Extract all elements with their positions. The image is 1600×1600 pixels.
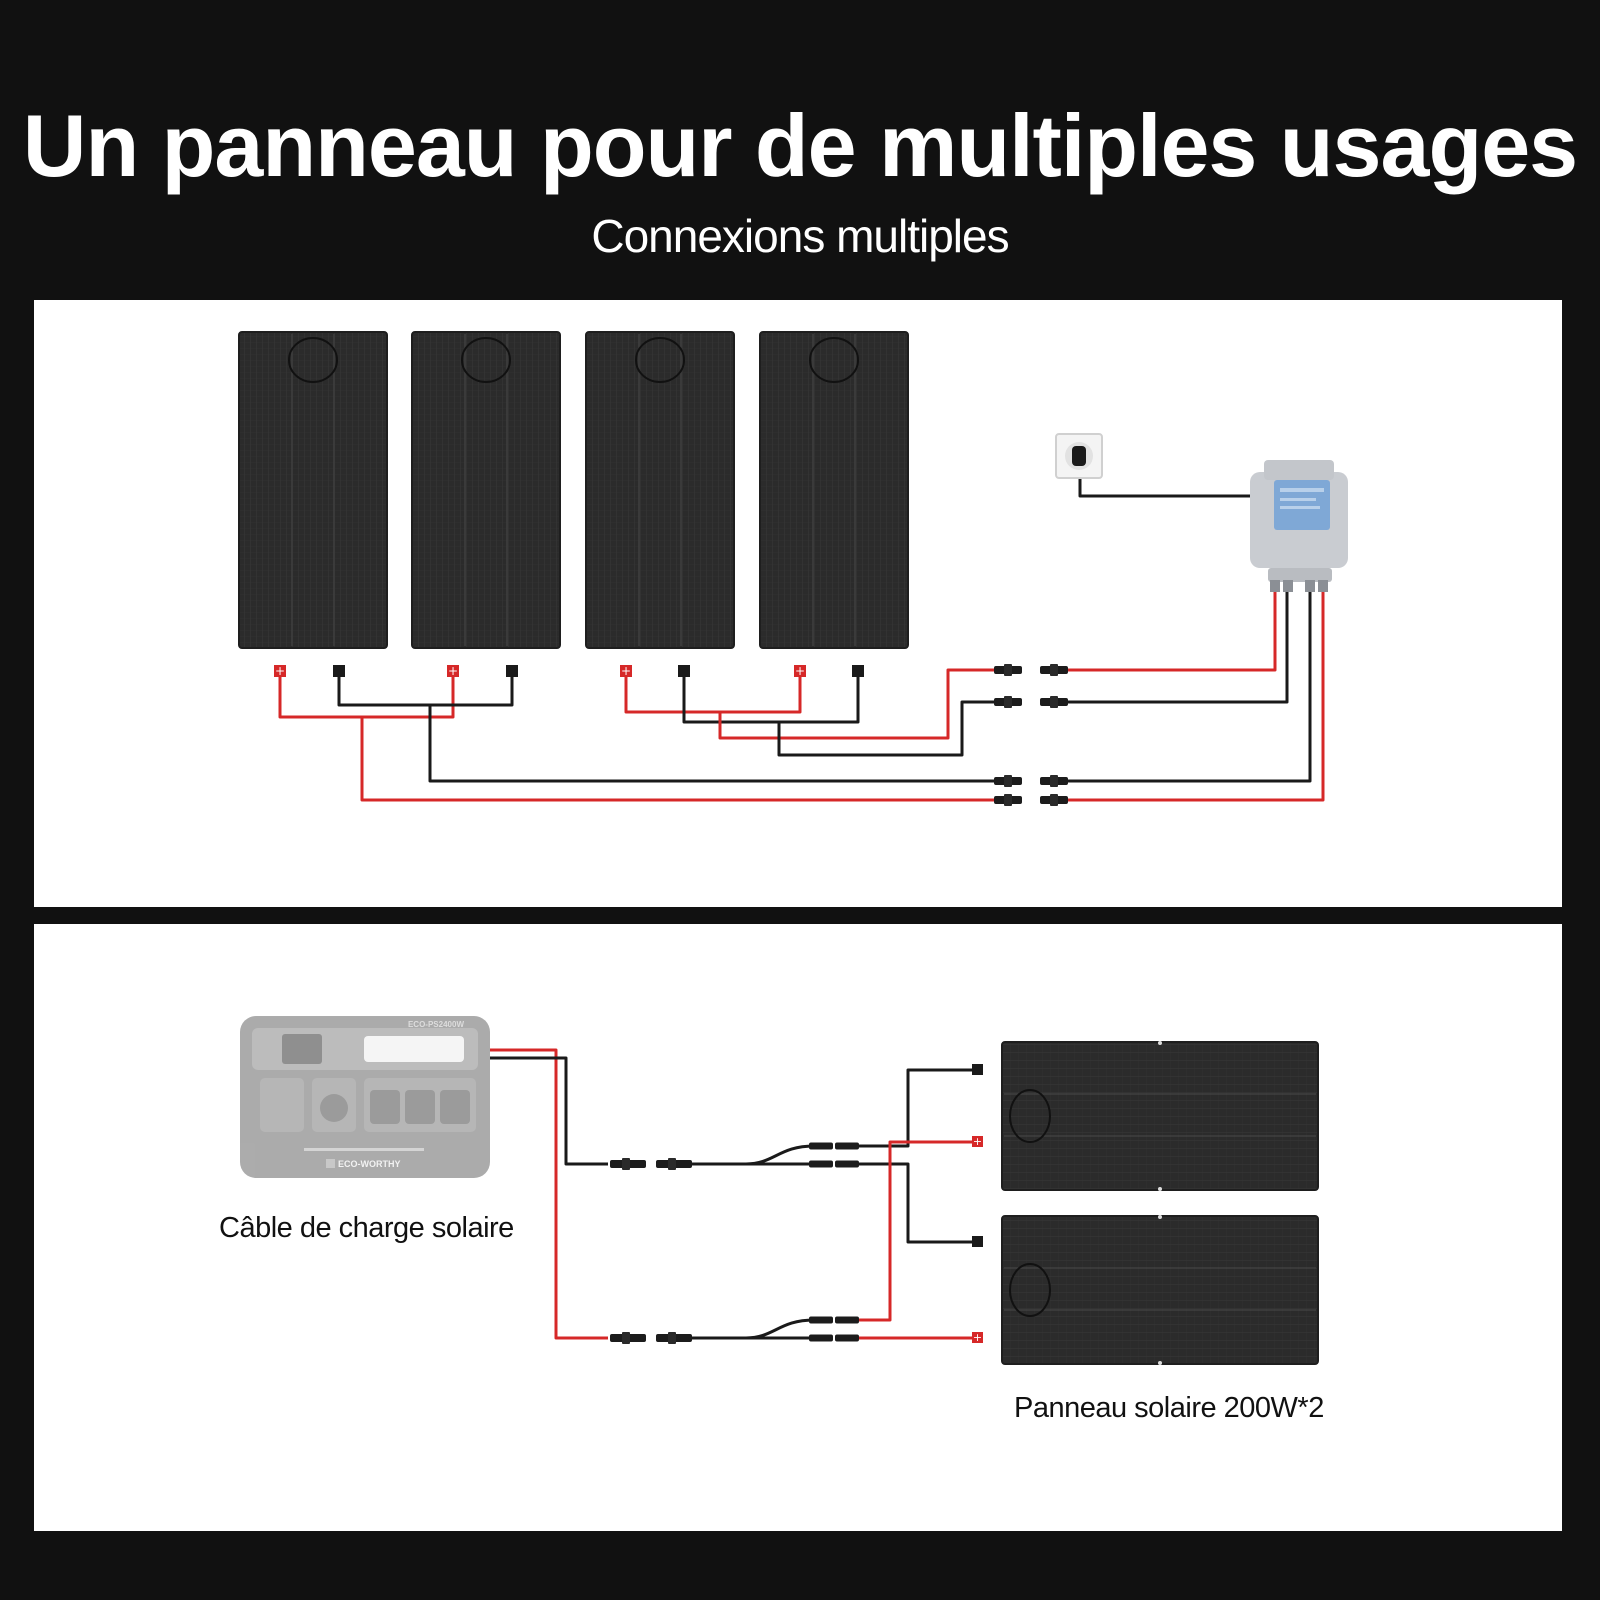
inverter-wiring [1068,590,1325,802]
plus-terminal-icon: + [274,664,286,678]
solar-panel [238,331,388,649]
svg-text:+: + [973,1331,982,1344]
minus-terminal-icon [506,665,518,677]
plus-terminal-icon: + [972,1135,983,1148]
power-station-svg: ECO-PS2400W ECO-WORTHY [240,1016,1319,1365]
svg-text:+: + [275,664,285,678]
negative-branch [610,1142,859,1170]
solar-panel [1001,1041,1319,1191]
positive-branch [610,1316,859,1344]
grid-tie-diagram: + + + + [34,300,1562,907]
minus-terminal-icon [972,1064,983,1075]
brand-logo-icon [326,1159,335,1168]
solar-panel [585,331,735,649]
inverter-icon [1250,460,1348,592]
page-subtitle: Connexions multiples [591,210,1009,262]
mc4-connector-pair [994,696,1068,708]
solar-panel [1001,1215,1319,1365]
svg-text:+: + [795,664,805,678]
wiring-group-b [624,668,994,757]
page-title: Un panneau pour de multiples usages [22,96,1578,195]
plus-terminal-icon: + [794,664,806,678]
plus-terminal-icon: + [620,664,632,678]
solar-panel [411,331,561,649]
wiring-group-a [278,677,994,802]
svg-text:+: + [621,664,631,678]
panels-caption: Panneau solaire 200W*2 [1014,1392,1324,1424]
cable-caption: Câble de charge solaire [219,1212,514,1244]
plug-socket-icon [1055,433,1103,479]
mc4-connector-pair [994,794,1068,806]
plus-terminal-icon: + [972,1331,983,1344]
station-cables [490,1048,608,1340]
station-model-label: ECO-PS2400W [408,1020,464,1029]
plus-terminal-icon: + [447,664,459,678]
power-station-diagram: ECO-PS2400W ECO-WORTHY [34,924,1562,1531]
grid-tie-svg: + + + + [238,331,1348,806]
minus-terminal-icon [852,665,864,677]
minus-terminal-icon [333,665,345,677]
station-brand-label: ECO-WORTHY [338,1159,401,1169]
ac-cable [1078,472,1250,498]
panel-wires [859,1068,972,1340]
solar-panel [759,331,909,649]
svg-text:+: + [973,1135,982,1148]
mc4-connector-pair [994,775,1068,787]
mc4-connector-pair [994,664,1068,676]
svg-text:+: + [448,664,458,678]
minus-terminal-icon [972,1236,983,1247]
power-station [240,1016,490,1178]
minus-terminal-icon [678,665,690,677]
